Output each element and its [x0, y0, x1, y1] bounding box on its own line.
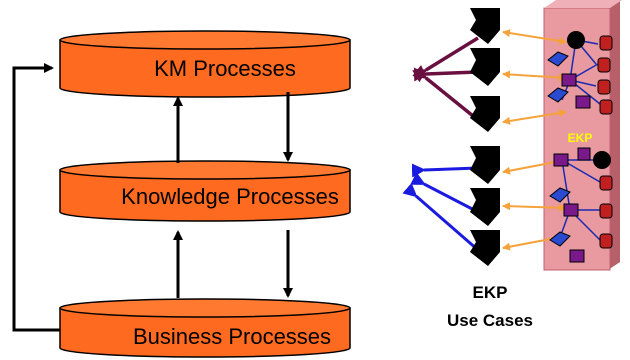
ekp-caption-line2: Use Cases: [447, 311, 533, 330]
knowledge-processes-disk: [59, 160, 351, 222]
knowledge-processes-label: Knowledge Processes: [121, 184, 339, 209]
router-node-icon: [547, 51, 569, 67]
blue-arrow-3: [402, 182, 479, 252]
database-icon: [599, 175, 613, 191]
feedback-loop-arrow: [12, 63, 60, 332]
server-node-icon: [593, 151, 611, 169]
use-case-chevron: [470, 146, 500, 184]
orange-link: [502, 29, 567, 45]
database-icon: [599, 233, 613, 249]
router-node-icon: [549, 187, 571, 203]
maroon-arrow-3: [412, 65, 480, 122]
blue-arrow-2: [410, 172, 479, 214]
use-case-chevrons: [470, 8, 500, 266]
ekp-caption-line1: EKP: [473, 283, 508, 302]
business-processes-label: Business Processes: [133, 324, 331, 349]
hub-node-icon: [563, 203, 579, 217]
orange-links: [502, 29, 567, 251]
hub-node-icon: [569, 249, 585, 263]
use-case-chevron: [470, 96, 500, 132]
km-processes-label: KM Processes: [154, 56, 296, 81]
ekp-panel-label: EKP: [568, 131, 593, 145]
business-processes-disk: [59, 298, 351, 358]
use-case-chevron: [470, 188, 500, 226]
hub-node-icon: [577, 147, 591, 161]
orange-link: [502, 202, 567, 212]
ekp-network-nodes: [547, 31, 613, 263]
hub-node-icon: [575, 95, 591, 109]
database-icon: [599, 203, 613, 219]
orange-link: [502, 70, 567, 82]
use-case-chevron: [470, 8, 500, 44]
database-icon: [597, 79, 611, 95]
database-icon: [599, 35, 613, 51]
database-icon: [599, 99, 613, 115]
use-case-chevron: [470, 48, 500, 86]
hub-node-icon: [553, 153, 569, 167]
km-processes-disk: [59, 30, 351, 98]
hub-node-icon: [561, 73, 577, 87]
server-node-icon: [567, 31, 585, 49]
use-case-chevron: [470, 230, 500, 266]
orange-link: [502, 109, 567, 125]
blue-arrow-1: [411, 163, 479, 178]
database-icon: [597, 57, 611, 73]
maroon-arrow-2: [413, 67, 479, 82]
router-node-icon: [549, 231, 571, 247]
router-node-icon: [547, 87, 569, 103]
maroon-arrow-1: [412, 36, 479, 83]
